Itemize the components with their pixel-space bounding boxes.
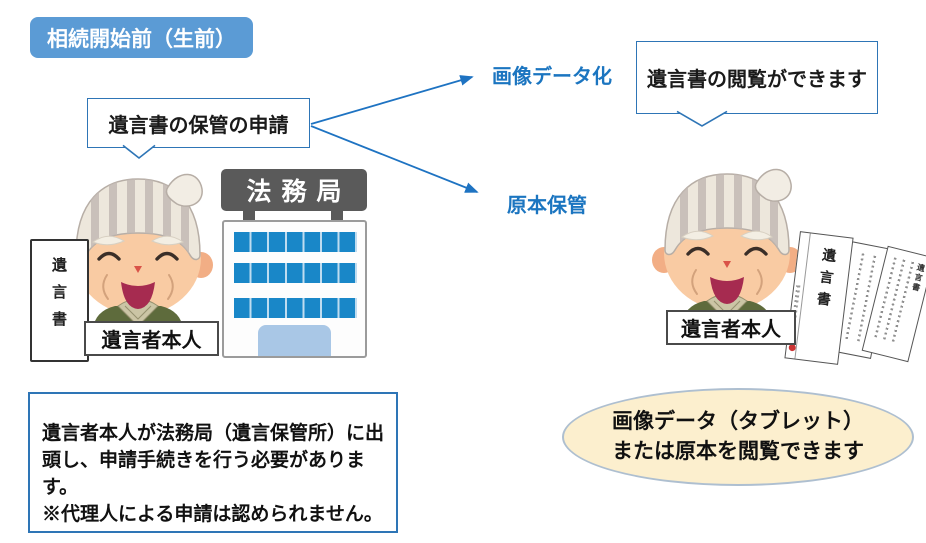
section-title: 相続開始前（生前）: [30, 17, 253, 58]
view-bubble: 遺言書の閲覧ができます: [636, 41, 878, 114]
application-bubble: 遺言書の保管の申請: [87, 98, 310, 148]
testator-label-right-text: 遺言者本人: [681, 319, 781, 341]
note-line-1: 遺言者本人が法務局（遺言保管所）に出: [42, 423, 385, 444]
will-papers-illustration: 遺言書 遺言書: [784, 230, 926, 380]
will-page-label: 遺言書: [910, 262, 926, 295]
digitize-label: 画像データ化: [492, 66, 612, 88]
building-sign: 法務局: [221, 169, 367, 211]
note-line-2: 頭し、申請手続きを行う必要があります。: [42, 450, 366, 499]
original-storage-label: 原本保管: [507, 195, 587, 217]
window-row: [234, 298, 357, 318]
will-envelope-label: 遺言書: [813, 246, 838, 315]
application-bubble-text: 遺言書の保管の申請: [108, 114, 289, 137]
sign-support: [243, 211, 255, 221]
view-bubble-text: 遺言書の閲覧ができます: [647, 69, 867, 91]
ellipse-line-1: 画像データ（タブレット）: [612, 409, 864, 433]
building-body: [222, 220, 367, 358]
window-row: [234, 263, 357, 283]
application-note-box: 遺言者本人が法務局（遺言保管所）に出 頭し、申請手続きを行う必要があります。 ※…: [28, 392, 398, 533]
testator-label-left: 遺言者本人: [84, 321, 219, 356]
sign-support: [331, 211, 343, 221]
will-document-label: 遺言書: [50, 257, 68, 338]
note-line-3: ※代理人による申請は認められません。: [42, 504, 383, 526]
ellipse-line-2: または原本を閲覧できます: [612, 440, 864, 463]
testator-label-right: 遺言者本人: [666, 310, 796, 345]
arrow-to-digitize: [310, 75, 474, 125]
legal-affairs-bureau-building: 法務局: [220, 168, 370, 360]
building-door: [258, 325, 331, 356]
window-row: [234, 232, 357, 252]
testator-label-left-text: 遺言者本人: [101, 330, 202, 352]
building-sign-text: 法務局: [246, 178, 352, 206]
will-document: 遺言書: [30, 239, 89, 362]
section-title-text: 相続開始前（生前）: [47, 27, 236, 51]
viewing-note-ellipse: 画像データ（タブレット） または原本を閲覧できます: [562, 388, 914, 486]
